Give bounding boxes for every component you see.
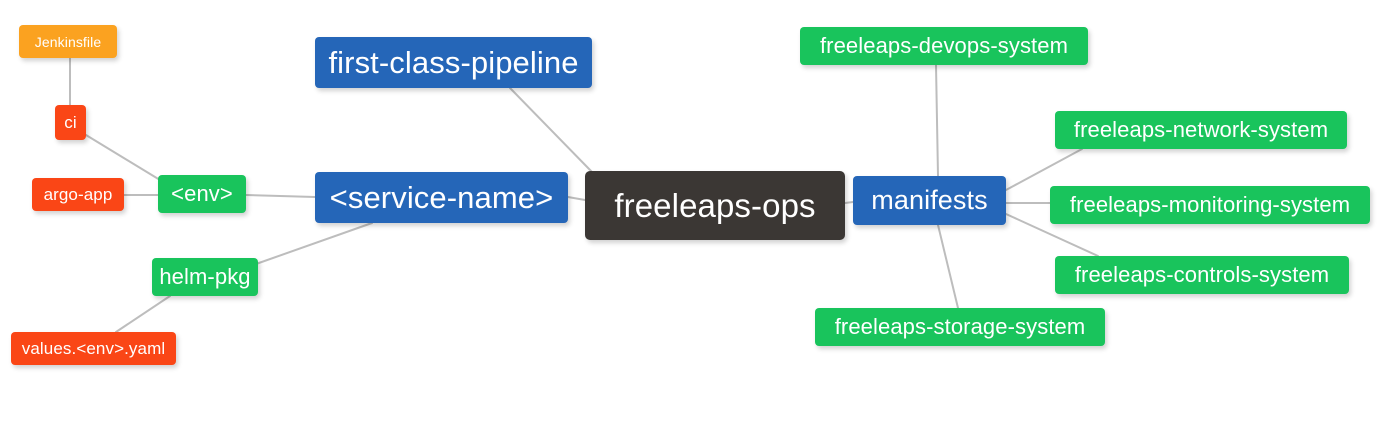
edge-ci-to-env [85, 134, 161, 181]
node-argo-app[interactable]: argo-app [32, 178, 124, 211]
node-freeleaps-ops[interactable]: freeleaps-ops [585, 171, 845, 240]
edge-manifests-to-devops-sys [935, 64, 939, 177]
edge-manifests-to-network-sys [1005, 148, 1083, 191]
edge-env-to-service-name [245, 194, 316, 198]
node-storage-sys[interactable]: freeleaps-storage-system [815, 308, 1105, 346]
node-jenkinsfile[interactable]: Jenkinsfile [19, 25, 117, 58]
edge-service-name-to-freeleaps-ops [567, 196, 586, 201]
node-values-yaml[interactable]: values.<env>.yaml [11, 332, 176, 365]
node-network-sys[interactable]: freeleaps-network-system [1055, 111, 1347, 149]
edge-first-class-to-freeleaps-ops [509, 87, 593, 173]
node-helm-pkg[interactable]: helm-pkg [152, 258, 258, 296]
edge-manifests-to-storage-sys [937, 224, 959, 309]
node-monitoring-sys[interactable]: freeleaps-monitoring-system [1050, 186, 1370, 224]
edge-values-yaml-to-helm-pkg [115, 295, 171, 333]
node-first-class[interactable]: first-class-pipeline [315, 37, 592, 88]
node-controls-sys[interactable]: freeleaps-controls-system [1055, 256, 1349, 294]
node-service-name[interactable]: <service-name> [315, 172, 568, 223]
node-devops-sys[interactable]: freeleaps-devops-system [800, 27, 1088, 65]
edge-freeleaps-ops-to-manifests [844, 201, 854, 204]
node-ci[interactable]: ci [55, 105, 86, 140]
edge-helm-pkg-to-service-name [255, 222, 373, 265]
node-env[interactable]: <env> [158, 175, 246, 213]
node-manifests[interactable]: manifests [853, 176, 1006, 225]
